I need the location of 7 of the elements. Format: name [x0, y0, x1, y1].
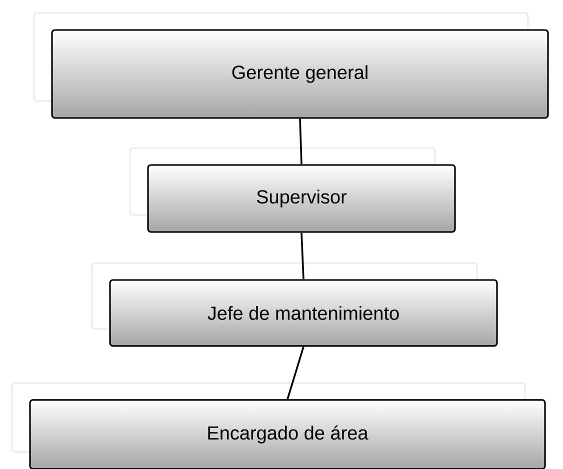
org-box: Jefe de mantenimiento: [92, 262, 498, 347]
org-box: Supervisor: [130, 148, 456, 233]
org-box: Encargado de área: [12, 382, 546, 469]
connector-line: [286, 346, 304, 400]
org-box: Gerente general: [34, 12, 549, 119]
connector-line: [299, 118, 302, 164]
connector-line: [300, 232, 304, 280]
